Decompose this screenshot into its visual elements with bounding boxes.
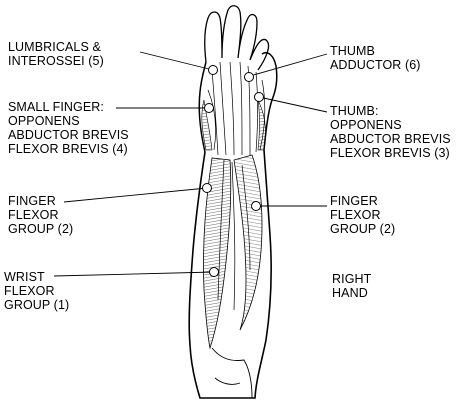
forearm-muscle-shading bbox=[203, 157, 232, 350]
palm-tendon-lines bbox=[207, 61, 266, 156]
leader-finger-flexor-left bbox=[63, 187, 208, 203]
finger-outlines bbox=[204, 5, 270, 71]
leader-thumb-adductor bbox=[249, 53, 328, 77]
marker-finger-flexor-left bbox=[202, 183, 212, 193]
label-line: FLEXOR BREVIS (3) bbox=[330, 146, 450, 160]
label-finger-flexor-right: FINGER FLEXOR GROUP (2) bbox=[330, 194, 395, 236]
forearm-outline bbox=[188, 149, 272, 399]
label-line: FINGER bbox=[8, 194, 56, 208]
palm-muscle-shading bbox=[201, 99, 266, 151]
label-line: THUMB bbox=[330, 44, 375, 58]
label-line: ABDUCTOR BREVIS bbox=[8, 128, 129, 142]
marker-points bbox=[202, 65, 264, 277]
palm-outline bbox=[198, 52, 278, 153]
forearm-muscle-shading-2 bbox=[233, 154, 263, 331]
label-thumb-muscles: THUMB: OPPONENS ABDUCTOR BREVIS FLEXOR B… bbox=[330, 104, 451, 160]
marker-wrist-flexor bbox=[209, 267, 219, 277]
label-line: FLEXOR BREVIS (4) bbox=[8, 142, 128, 156]
label-line: FLEXOR bbox=[4, 284, 55, 298]
label-side-right-hand: RIGHT HAND bbox=[332, 272, 371, 300]
label-line: HAND bbox=[332, 286, 368, 300]
elbow-detail bbox=[211, 347, 253, 399]
forearm-tendon-lines bbox=[217, 159, 251, 311]
label-line: FLEXOR bbox=[330, 208, 381, 222]
leader-thumb-muscles bbox=[258, 96, 328, 113]
label-line: OPPONENS bbox=[8, 114, 80, 128]
label-line: SMALL FINGER: bbox=[8, 100, 104, 114]
label-line: GROUP (2) bbox=[8, 222, 74, 236]
label-line: LUMBRICALS & bbox=[8, 40, 101, 54]
label-line: FINGER bbox=[330, 194, 378, 208]
label-line: INTEROSSEI (5) bbox=[8, 54, 104, 68]
label-finger-flexor-left: FINGER FLEXOR GROUP (2) bbox=[8, 194, 73, 236]
label-line: ABDUCTOR BREVIS bbox=[330, 132, 451, 146]
label-line: OPPONENS bbox=[330, 118, 402, 132]
marker-finger-flexor-right bbox=[251, 201, 261, 211]
label-line: FLEXOR bbox=[8, 208, 59, 222]
marker-small-finger bbox=[204, 103, 214, 113]
label-line: RIGHT bbox=[332, 272, 372, 286]
label-line: GROUP (2) bbox=[330, 222, 396, 236]
leader-lines bbox=[53, 51, 328, 277]
label-line: WRIST bbox=[4, 270, 45, 284]
marker-thumb-adductor bbox=[244, 72, 254, 82]
label-line: ADDUCTOR (6) bbox=[330, 58, 421, 72]
label-line: THUMB: bbox=[330, 104, 379, 118]
leader-wrist-flexor bbox=[53, 271, 215, 277]
label-line: GROUP (1) bbox=[4, 298, 70, 312]
leader-lumbricals bbox=[139, 51, 214, 71]
label-thumb-adductor: THUMB ADDUCTOR (6) bbox=[330, 44, 421, 72]
label-small-finger: SMALL FINGER: OPPONENS ABDUCTOR BREVIS F… bbox=[8, 100, 129, 156]
label-wrist-flexor: WRIST FLEXOR GROUP (1) bbox=[4, 270, 69, 312]
label-lumbricals-interossei: LUMBRICALS & INTEROSSEI (5) bbox=[8, 40, 104, 68]
marker-thumb-muscles bbox=[254, 92, 264, 102]
marker-lumbricals bbox=[208, 65, 218, 75]
